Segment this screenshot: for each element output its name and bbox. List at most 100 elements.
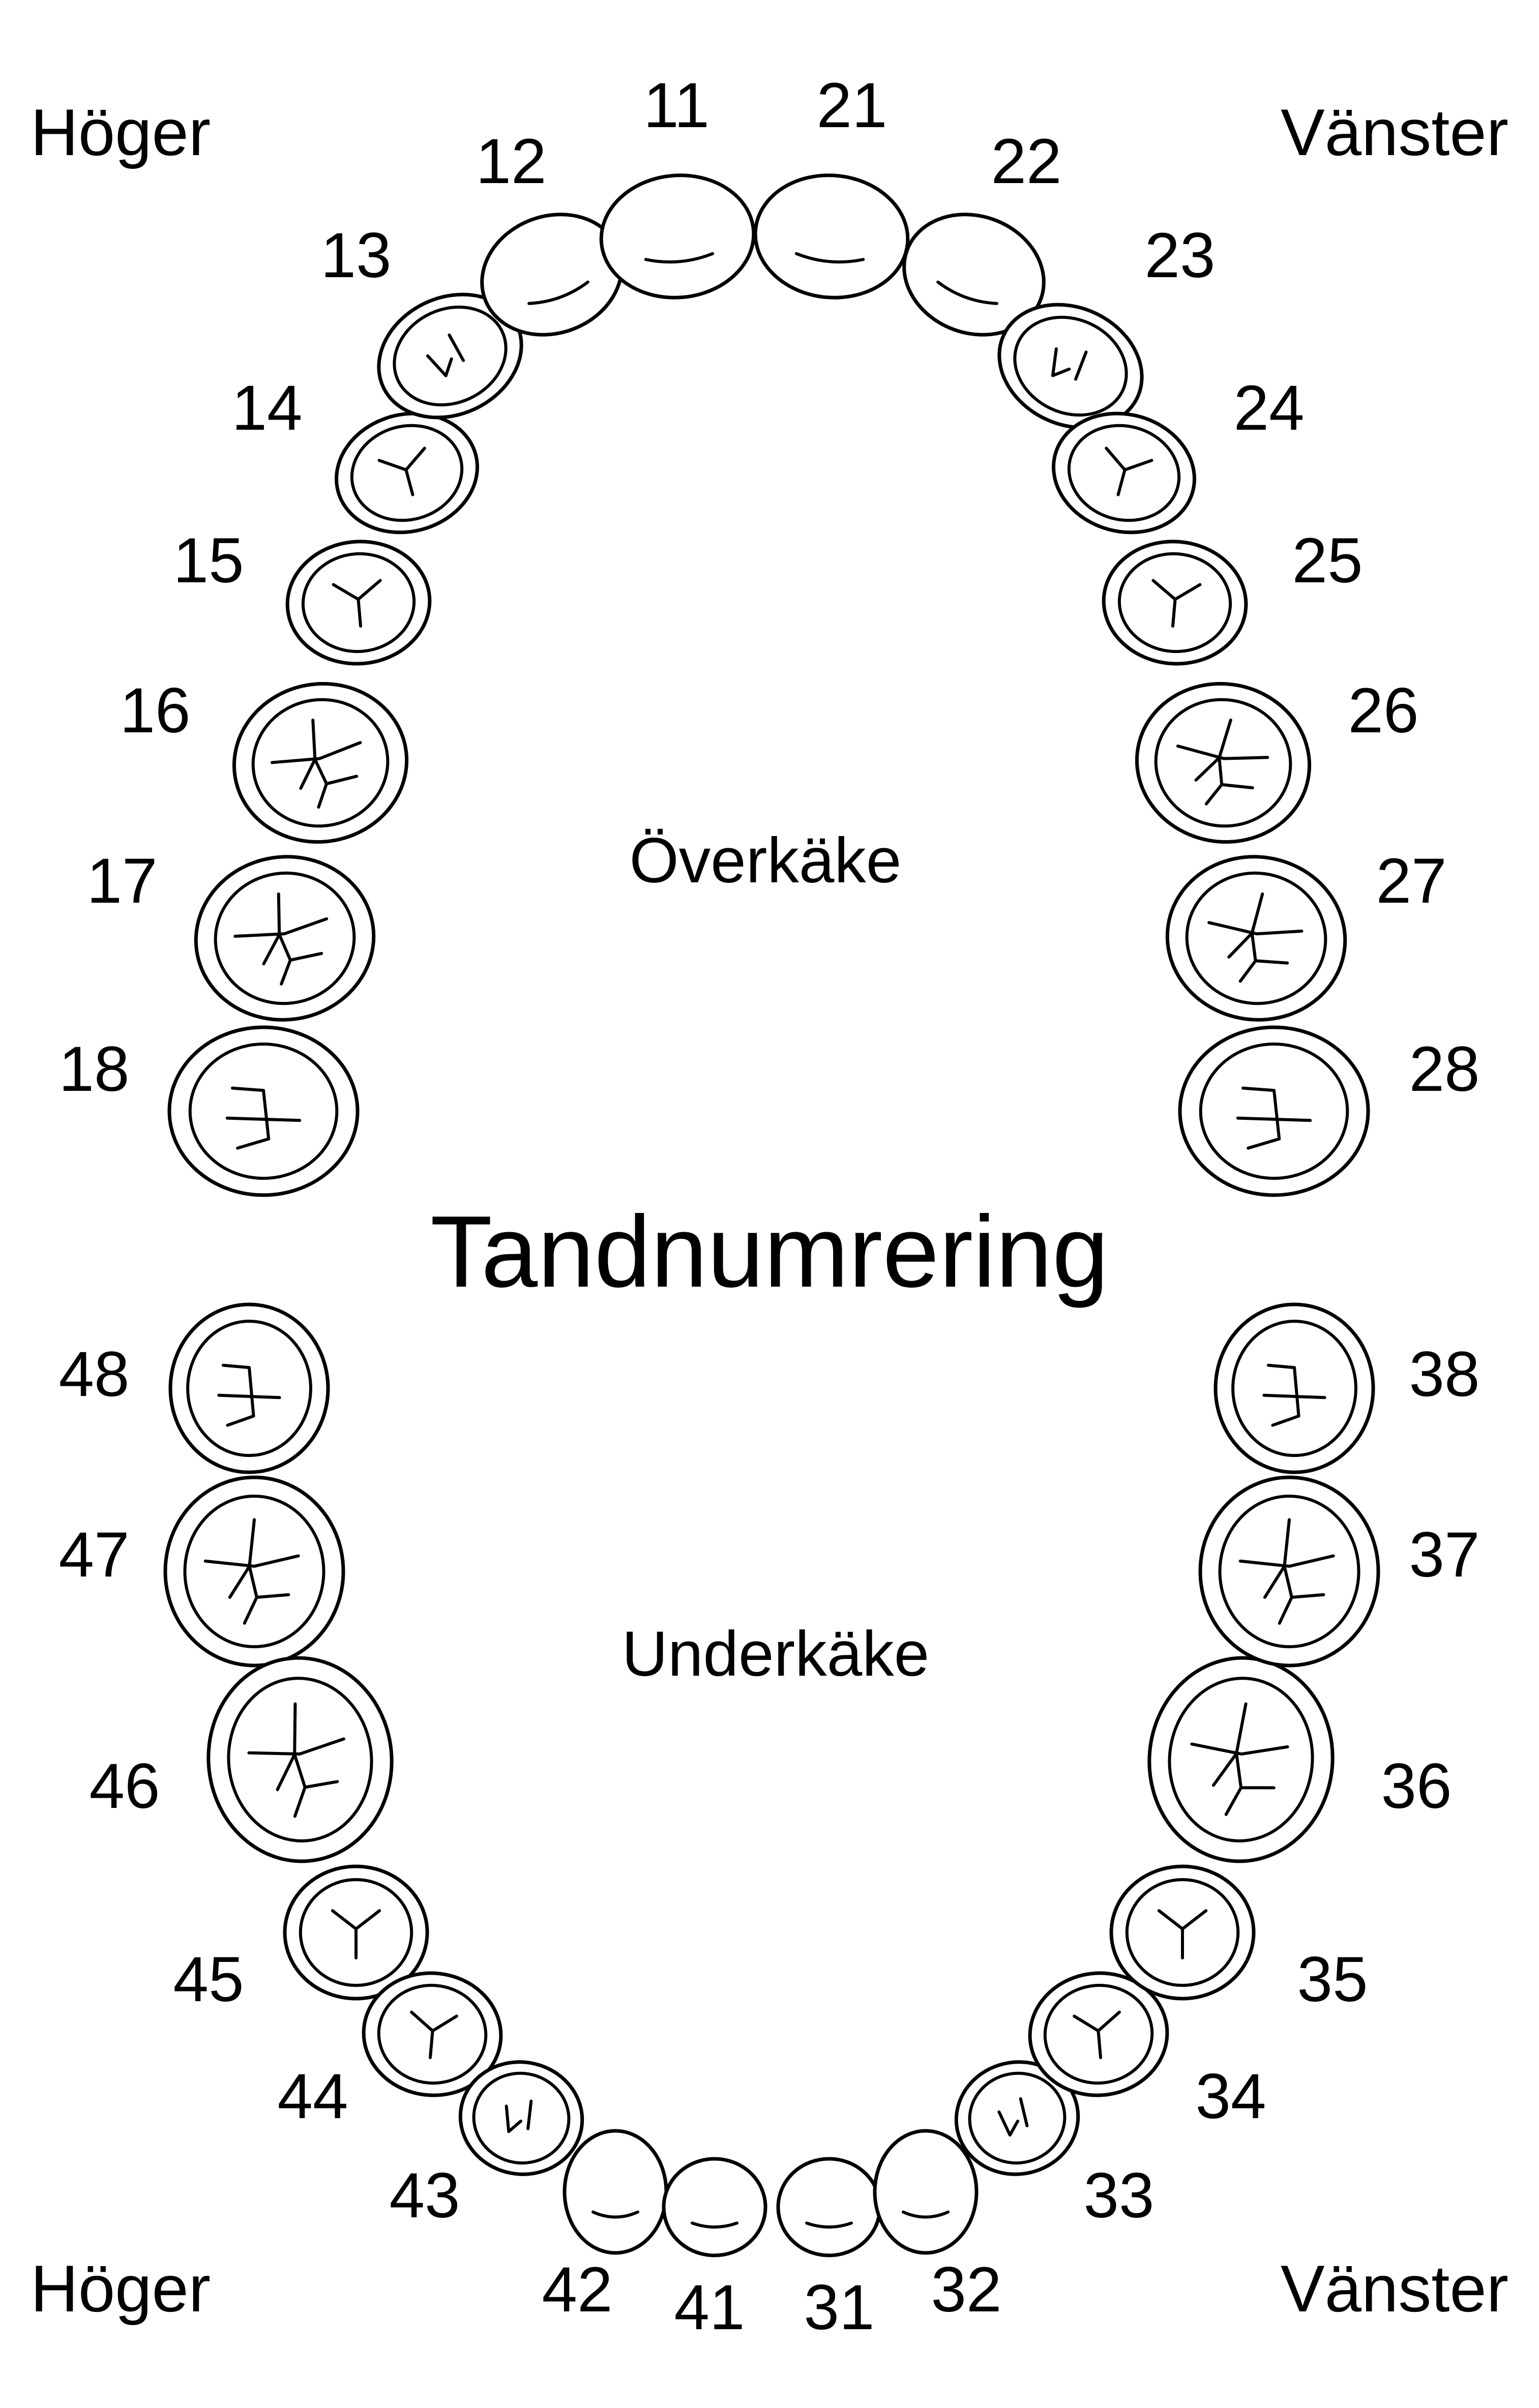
tooth-16-fissure [270, 741, 362, 764]
tooth-28-fissure [1241, 1086, 1281, 1141]
tooth-17-crown [214, 871, 356, 1005]
tooth-36-fissure [1224, 1702, 1248, 1816]
tooth-number-16: 16 [120, 675, 190, 746]
tooth-number-44: 44 [277, 2061, 348, 2132]
tooth-31-fissure [805, 2221, 853, 2229]
tooth-26-fissure [1204, 719, 1232, 806]
tooth-46-crown [227, 1677, 373, 1842]
tooth-37-fissure [1238, 1554, 1335, 1568]
tooth-32-outline [873, 2129, 979, 2255]
tooth-37-fissure [1263, 1564, 1286, 1599]
tooth-17-fissure [233, 917, 329, 938]
tooth-37-crown [1218, 1495, 1360, 1648]
tooth-42 [563, 2129, 668, 2255]
tooth-46 [206, 1656, 394, 1863]
tooth-number-17: 17 [86, 846, 157, 916]
tooth-44-crown [377, 1983, 488, 2085]
tooth-23-crown [1013, 315, 1128, 417]
tooth-48-fissure [217, 1393, 281, 1400]
tooth-47-fissure [203, 1554, 300, 1568]
tooth-48-fissure [221, 1363, 255, 1418]
tooth-number-42: 42 [542, 2254, 612, 2325]
tooth-33-crown [968, 2071, 1067, 2165]
tooth-11-outline [599, 173, 756, 300]
tooth-number-25: 25 [1292, 525, 1363, 596]
tooth-number-24: 24 [1233, 373, 1304, 443]
tooth-22 [902, 213, 1046, 337]
tooth-47 [163, 1475, 345, 1668]
tooth-18 [167, 1025, 360, 1197]
tooth-16-fissure [299, 758, 317, 790]
tooth-37-fissure [1278, 1518, 1293, 1625]
tooth-17 [194, 855, 376, 1022]
tooth-38 [1214, 1302, 1375, 1474]
tooth-33-fissure [1019, 2097, 1029, 2128]
tooth-number-26: 26 [1348, 675, 1418, 746]
tooth-26-crown [1154, 698, 1292, 828]
tooth-33 [954, 2060, 1080, 2176]
tooth-17-fissure [262, 933, 281, 966]
tooth-33-outline [954, 2060, 1080, 2176]
tooth-26-fissure [1194, 756, 1221, 782]
tooth-24-fissure [1116, 468, 1127, 496]
tooth-number-23: 23 [1144, 220, 1215, 291]
tooth-18-fissure [230, 1086, 271, 1141]
tooth-38-fissure [1262, 1393, 1326, 1400]
tooth-32 [873, 2129, 979, 2255]
tooth-number-35: 35 [1297, 1944, 1368, 2015]
tooth-16-fissure [311, 719, 329, 809]
tooth-47-fissure [243, 1518, 258, 1625]
tooth-13-fissure [426, 354, 453, 377]
tooth-number-47: 47 [58, 1520, 129, 1590]
tooth-14 [335, 411, 479, 534]
tooth-23 [997, 303, 1144, 430]
tooth-number-48: 48 [58, 1339, 129, 1410]
tooth-27 [1165, 855, 1347, 1022]
tooth-46-fissure [293, 1702, 307, 1818]
tooth-28-fissure [1236, 1116, 1312, 1122]
tooth-28-fissure [1247, 1137, 1281, 1150]
tooth-23-fissure [1074, 350, 1088, 381]
tooth-45 [283, 1864, 429, 2001]
tooth-21-outline [753, 173, 910, 300]
tooth-number-11: 11 [643, 70, 709, 141]
tooth-47-fissure [228, 1564, 251, 1599]
tooth-16 [232, 682, 409, 844]
tooth-37-outline [1198, 1475, 1380, 1668]
tooth-16-fissure [325, 775, 359, 786]
tooth-17-outline [194, 855, 376, 1022]
tooth-35-crown [1125, 1878, 1240, 1987]
tooth-number-32: 32 [931, 2254, 1001, 2325]
tooth-18-fissure [236, 1137, 271, 1150]
tooth-27-fissure [1254, 959, 1289, 965]
tooth-41-outline [662, 2157, 767, 2257]
tooth-number-41: 41 [674, 2272, 745, 2343]
tooth-47-fissure [255, 1593, 290, 1599]
tooth-36-fissure [1190, 1742, 1289, 1756]
tooth-41-fissure [691, 2221, 738, 2229]
tooth-11 [599, 173, 756, 300]
tooth-number-34: 34 [1195, 2061, 1266, 2132]
tooth-24 [1052, 411, 1196, 534]
tooth-34-crown [1043, 1983, 1154, 2085]
tooth-11-fissure [644, 252, 715, 264]
tooth-43 [458, 2060, 584, 2176]
tooth-38-fissure [1266, 1363, 1300, 1418]
labels-layer: Höger Vänster Höger Vänster Överkäke Tan… [31, 70, 1508, 2343]
tooth-44 [362, 1971, 503, 2097]
tooth-16-outline [232, 682, 409, 844]
tooth-46-fissure [247, 1737, 345, 1756]
tooth-36-fissure [1239, 1786, 1276, 1790]
tooth-22-outline [902, 213, 1046, 337]
tooth-number-15: 15 [173, 525, 244, 596]
tooth-32-fissure [902, 2210, 950, 2219]
tooth-45-crown [299, 1878, 413, 1987]
tooth-number-14: 14 [231, 373, 302, 443]
tooth-41 [662, 2157, 767, 2257]
tooth-13-fissure [448, 333, 465, 362]
tooth-number-13: 13 [320, 220, 391, 291]
tooth-48-outline [168, 1302, 330, 1474]
tooth-43-fissure [505, 2104, 522, 2133]
tooth-15 [285, 540, 432, 666]
